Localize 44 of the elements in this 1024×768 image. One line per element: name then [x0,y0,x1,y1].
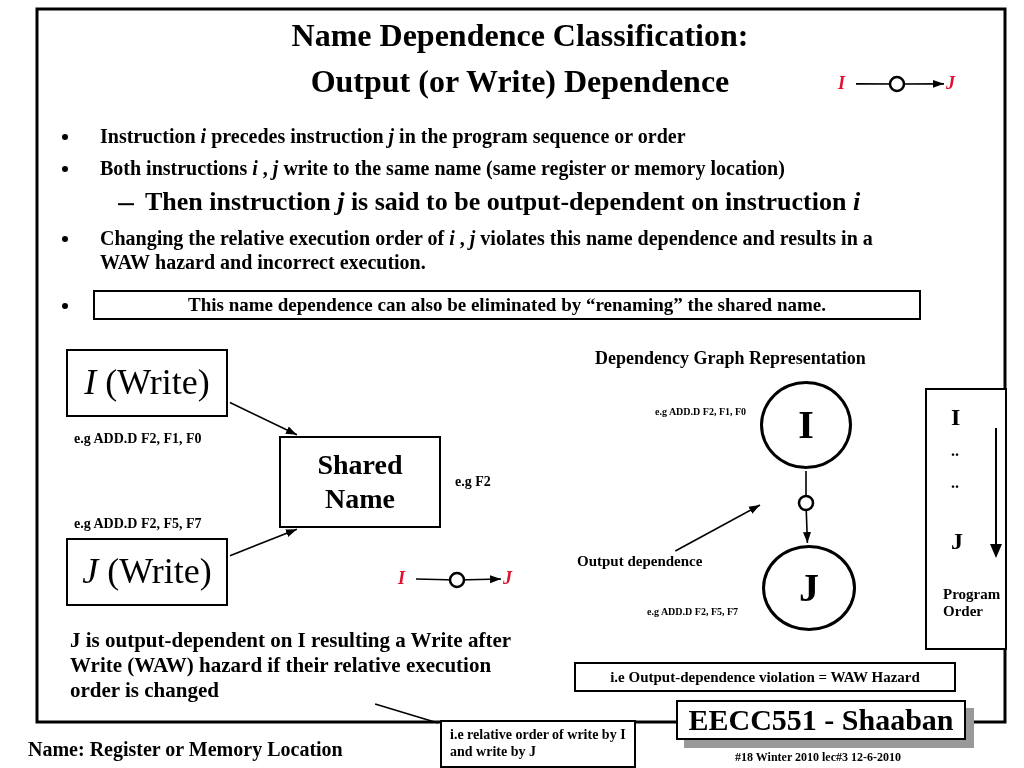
order-panel [925,388,1007,650]
leader-line [374,703,439,724]
node-text: I (Write) [84,361,210,405]
bullet-text: Changing the relative execution order of i , j violates this name dependence and results in a WAW hazard and incorrect execution. [100,226,874,274]
arrow [229,401,298,436]
node-text: i.e Output-dependence violation = WAW Hazard [610,668,920,686]
node-text: J (Write) [82,550,212,594]
arrow [415,571,502,589]
instruction-letter: J [946,73,962,95]
example-text: e.g F2 [455,474,491,490]
arrow [797,470,815,544]
node-text: i.e relative order of write by I and write by J [449,727,627,761]
node-text: EECC551 - Shaaban [688,702,954,738]
example-text: e.g ADD.D F2, F5, F7 [647,606,739,617]
node-text: J [951,528,963,555]
node-text: J [799,564,819,612]
node-text: Shared Name [316,448,404,516]
node-text: Program Order [943,586,1002,619]
explanation-text: J is output-dependent on I resulting a Write after Write (WAW) hazard if their relative execution order is changed [70,628,540,703]
bullet-text: Then instruction j is said to be output-dependent on instruction i [145,186,862,218]
node-text: This name dependence can also be eliminated by “renaming” the shared name. [188,293,826,317]
slide-title: Name Dependence Classification: Output (or Write) Dependence [290,16,750,101]
arrow [674,504,761,552]
instruction-letter: I [838,73,854,95]
example-text: e.g ADD.D F2, F5, F7 [74,516,202,532]
note-box [93,290,921,320]
bullet-text: Name: Register or Memory Location [28,737,344,761]
note-box [574,662,956,692]
instruction-letter: I [398,568,414,590]
callout-box [440,720,636,768]
section-heading: Dependency Graph Representation [595,348,867,370]
instruction-letter: J [503,568,519,590]
example-text: e.g ADD.D F2, F1, F0 [655,406,747,417]
node-text: .. [951,474,959,492]
node-text: I [798,401,814,449]
bullet-text: Both instructions i , j write to the same name (same register or memory location) [100,156,786,180]
node-text: I [951,404,961,431]
caption-text: Output dependence [577,552,737,570]
arrow [229,528,298,557]
node-text: .. [951,442,959,460]
footer-text: #18 Winter 2010 lec#3 12-6-2010 [735,750,902,765]
arrow [855,75,945,93]
example-text: e.g ADD.D F2, F1, F0 [74,431,202,447]
bullet-text: Instruction i precedes instruction j in the program sequence or order [100,124,687,148]
